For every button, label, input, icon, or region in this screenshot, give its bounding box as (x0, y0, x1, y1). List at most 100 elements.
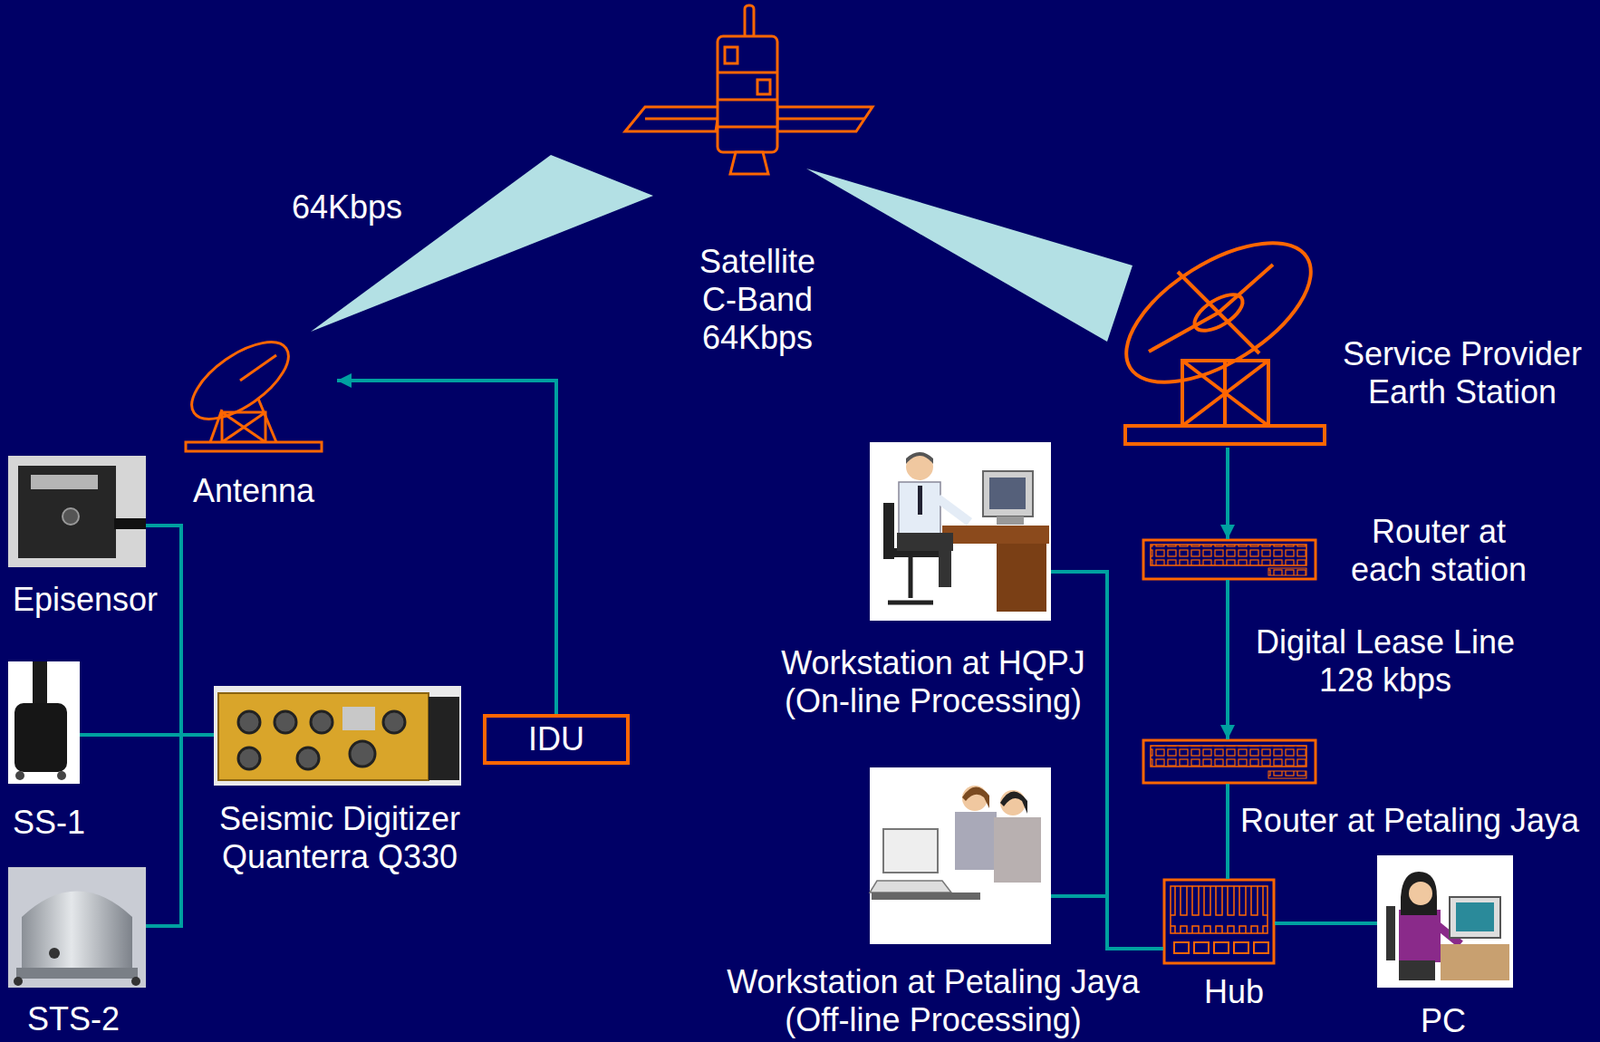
digitizer-node: Seismic Digitizer Quanterra Q330 (213, 685, 462, 786)
earth-station-icon (1182, 360, 1269, 426)
episensor-photo (30, 474, 98, 490)
ss1-photo (8, 661, 80, 784)
workstation-clipart (1000, 790, 1028, 814)
digitizer-photo (218, 693, 429, 781)
ss1-photo (14, 703, 68, 772)
router-icon (1143, 539, 1316, 579)
workstation-clipart (906, 453, 934, 481)
workstation-clipart (871, 892, 981, 900)
earth-station-icon (1182, 360, 1269, 426)
digitizer-photo (213, 685, 462, 786)
connector-line (1050, 571, 1164, 949)
node-label: Router at each station (1348, 512, 1530, 589)
workstation-node: Workstation at HQPJ (On-line Processing) (869, 442, 1051, 621)
workstation-clipart (996, 543, 1047, 612)
satellite-icon (645, 117, 718, 121)
sts2-photo (131, 976, 141, 986)
episensor-photo (62, 508, 79, 525)
satellite-icon (717, 36, 778, 153)
digitizer-photo (428, 696, 460, 781)
pc-clipart (1386, 906, 1396, 961)
pc-node: PC (1377, 855, 1514, 988)
earth-station-icon (1103, 214, 1333, 444)
hub-icon (1164, 879, 1274, 964)
earth-station-icon (1103, 214, 1333, 410)
hub-icon (1253, 942, 1269, 954)
satellite-icon (724, 47, 738, 64)
connector-line (1225, 579, 1230, 740)
antenna-icon (221, 412, 266, 443)
earth-station-icon (1125, 425, 1325, 444)
satellite-icon (625, 5, 873, 174)
satellite-icon (717, 125, 778, 129)
digitizer-photo (310, 711, 333, 733)
node-label: Episensor (12, 580, 158, 619)
pc-clipart (1455, 902, 1494, 932)
hub-icon (1170, 886, 1268, 934)
node-label: SS-1 (12, 803, 86, 842)
node-label: Seismic Digitizer Quanterra Q330 (212, 800, 467, 877)
digitizer-photo (238, 747, 261, 770)
earth-station-icon (1218, 264, 1273, 313)
earth-station-icon (1223, 360, 1227, 426)
antenna-icon (185, 442, 322, 452)
connector-line (1225, 783, 1230, 879)
episensor-photo (8, 455, 146, 568)
antenna-icon (258, 398, 277, 443)
router-icon (1268, 771, 1307, 779)
episensor-photo (114, 518, 146, 530)
sensor-node: SS-1 (8, 661, 80, 784)
connector-line (1225, 447, 1230, 540)
hub-icon (1194, 942, 1209, 954)
pc-clipart (1440, 944, 1510, 981)
downlink-beam (806, 168, 1133, 342)
workstation-clipart (883, 828, 938, 873)
node-label: PC (1420, 1002, 1466, 1041)
satellite-icon (730, 152, 769, 174)
satellite-icon (777, 106, 873, 132)
workstation-clipart (954, 811, 997, 870)
sts2-photo (8, 867, 146, 988)
workstation-clipart (983, 471, 1033, 517)
workstation-clipart (917, 485, 923, 515)
router-icon (1143, 539, 1316, 579)
workstation-clipart (938, 543, 952, 588)
pc-clipart (1377, 855, 1514, 988)
router-icon (1268, 568, 1307, 576)
workstation-clipart (869, 767, 1051, 945)
digitizer-photo (238, 711, 261, 733)
workstation-clipart (906, 452, 934, 464)
node-label: STS-2 (27, 1000, 120, 1039)
sts2-photo (16, 967, 138, 979)
connector-line (337, 380, 557, 714)
earth-station-node: Service Provider Earth Station (1122, 260, 1327, 448)
workstation-node: Workstation at Petaling Jaya (Off-line P… (869, 767, 1051, 945)
digitizer-photo (349, 741, 376, 767)
digitizer-photo (342, 706, 376, 731)
ss1-photo (15, 771, 25, 781)
node-label: Router at Petaling Jaya (1240, 801, 1580, 840)
satellite-icon (717, 71, 778, 75)
hub-icon (1174, 942, 1189, 954)
ss1-photo (8, 661, 80, 784)
earth-station-icon (1182, 360, 1269, 426)
hub-node: Hub (1163, 878, 1275, 964)
router-node: Router at Petaling Jaya (1142, 739, 1317, 784)
earth-station-icon (1148, 312, 1219, 352)
antenna-icon (179, 327, 322, 452)
rate-label: 64Kbps (291, 188, 403, 227)
satellite-icon (744, 5, 754, 39)
episensor-photo (18, 465, 116, 559)
connector-line (1274, 921, 1378, 926)
pc-clipart (1449, 896, 1501, 938)
sts2-photo (21, 891, 133, 973)
router-icon (1150, 745, 1307, 767)
uplink-beam (310, 154, 654, 332)
router-icon (1150, 544, 1307, 566)
hub-icon (1164, 879, 1274, 964)
digitizer-photo (383, 711, 405, 733)
antenna-icon (221, 412, 266, 443)
satellite-node: Satellite C-Band 64Kbps (624, 5, 873, 174)
